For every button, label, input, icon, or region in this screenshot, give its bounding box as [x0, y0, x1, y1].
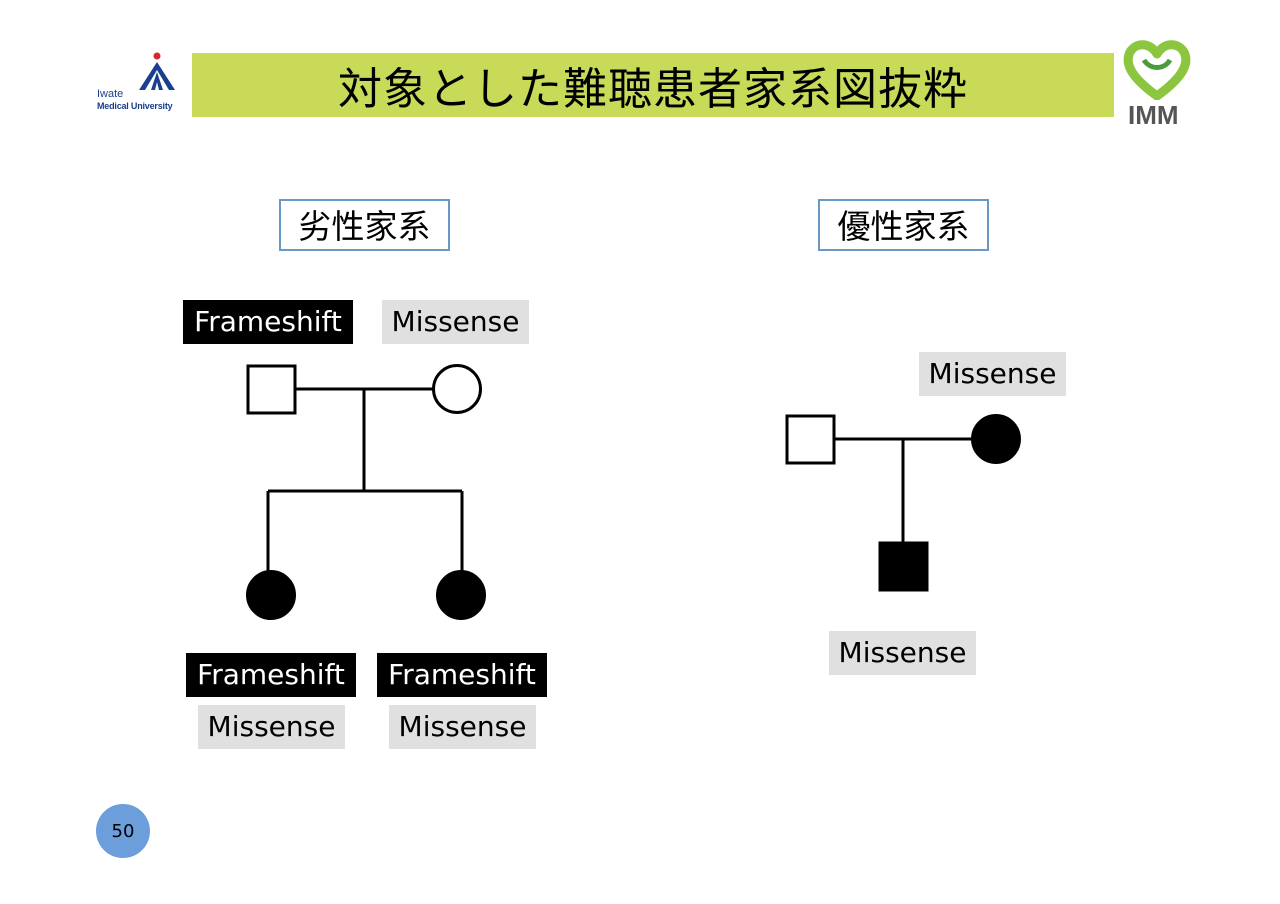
- recessive-child2-missense-tag: Missense: [389, 705, 536, 749]
- dominant-mother-tag: Missense: [919, 352, 1066, 396]
- dominant-father-square: [785, 414, 836, 465]
- title-bar: 対象とした難聴患者家系図抜粋: [192, 53, 1114, 117]
- recessive-child2-affected-circle: [436, 570, 486, 620]
- recessive-family-label: 劣性家系: [279, 199, 450, 251]
- logo-left-line2: Medical University: [97, 101, 173, 111]
- recessive-father-square: [246, 364, 297, 415]
- dominant-family-label: 優性家系: [818, 199, 989, 251]
- recessive-child1-missense-tag: Missense: [198, 705, 345, 749]
- dominant-child-affected-square: [878, 541, 929, 592]
- page-title: 対象とした難聴患者家系図抜粋: [338, 64, 968, 115]
- recessive-child2-frameshift-tag: Frameshift: [377, 653, 547, 697]
- recessive-child1-affected-circle: [246, 570, 296, 620]
- recessive-child1-frameshift-tag: Frameshift: [186, 653, 356, 697]
- imm-logo-text: IMM: [1128, 100, 1179, 130]
- page-number-badge: 50: [96, 804, 150, 858]
- dominant-child-tag: Missense: [829, 631, 976, 675]
- university-logo-icon: [139, 52, 175, 90]
- green-heart-ribbon-icon: [1123, 40, 1191, 100]
- imm-logo: IMM: [1122, 40, 1192, 135]
- recessive-mother-circle: [432, 364, 482, 414]
- dominant-mother-affected-circle: [971, 414, 1021, 464]
- recessive-mother-tag: Missense: [382, 300, 529, 344]
- recessive-father-tag: Frameshift: [183, 300, 353, 344]
- university-logo: Iwate Medical University: [95, 50, 185, 120]
- logo-left-line1: Iwate: [97, 88, 124, 100]
